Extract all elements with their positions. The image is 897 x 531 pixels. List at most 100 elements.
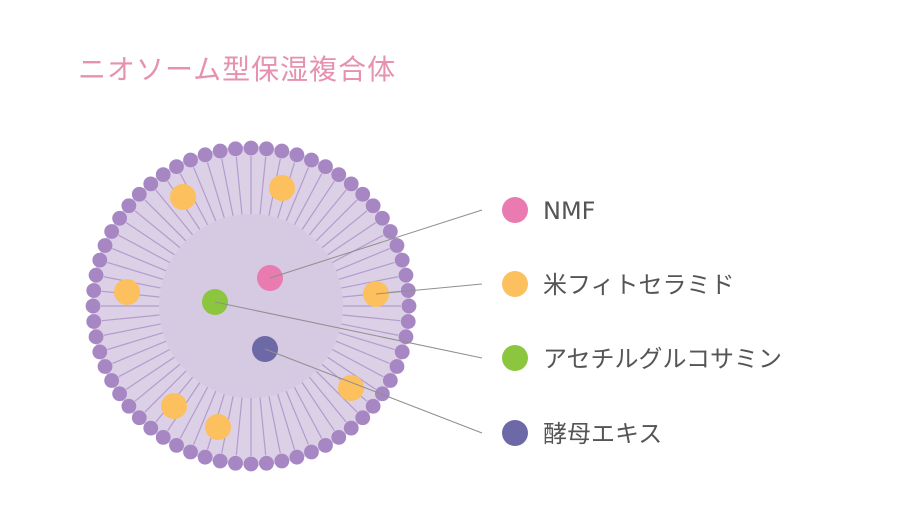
membrane-tail <box>277 393 296 450</box>
membrane-bead <box>169 437 184 453</box>
membrane-bead <box>374 386 390 402</box>
legend-item-nmf: NMF <box>502 197 595 225</box>
membrane-tail <box>134 363 181 402</box>
leader-line-acetylglucosamine <box>214 301 483 359</box>
membrane-bead <box>88 329 104 345</box>
membrane-tail <box>338 332 395 351</box>
membrane-tail <box>125 356 175 390</box>
legend-label: 酵母エキス <box>543 420 662 448</box>
membrane-bead <box>343 176 359 192</box>
membrane-bead <box>398 267 414 283</box>
leader-lines <box>214 209 483 434</box>
inner-aqueous-core <box>159 214 343 398</box>
membrane-tail <box>134 210 181 249</box>
legend-label: 米フィトセラミド <box>543 271 735 299</box>
membrane-bead <box>197 449 213 465</box>
membrane-tail <box>293 173 323 226</box>
membrane-tail <box>308 376 347 423</box>
membrane-tail <box>125 222 175 256</box>
membrane-bead <box>104 224 120 239</box>
ceramide-particles <box>114 175 389 440</box>
membrane-bead <box>155 429 171 445</box>
membrane-bead <box>289 449 305 465</box>
membrane-bead <box>85 298 101 314</box>
membrane-bead <box>97 238 113 253</box>
membrane-bead <box>355 186 371 202</box>
legend-item-acetylglucosamine: アセチルグルコサミン <box>502 345 782 373</box>
membrane-tail <box>338 261 395 280</box>
membrane-tail <box>112 248 167 272</box>
membrane-bead <box>212 143 228 159</box>
membrane-tail <box>193 167 217 222</box>
legend-item-ceramide: 米フィトセラミド <box>502 271 735 299</box>
page-title: ニオソーム型保湿複合体 <box>78 53 397 86</box>
membrane-tail <box>331 234 384 264</box>
membrane-bead <box>121 398 137 414</box>
membrane-bead <box>382 224 398 239</box>
membrane-bead <box>243 456 259 472</box>
membrane-bead <box>355 410 371 426</box>
membrane-tail <box>293 386 323 439</box>
membrane-bead <box>365 398 381 414</box>
membrane-bead <box>389 359 405 374</box>
membrane-tail <box>107 332 164 351</box>
membrane-tail <box>155 189 194 236</box>
membrane-bead <box>143 420 159 436</box>
ceramide-particle <box>170 184 196 210</box>
legend-swatch <box>502 420 528 446</box>
membrane-bead <box>92 252 108 268</box>
leader-line-nmf <box>269 209 483 279</box>
niosome-vesicle <box>85 140 417 472</box>
membrane-tail <box>235 156 243 215</box>
membrane-tail <box>259 397 267 456</box>
membrane-tail <box>179 386 209 439</box>
membrane-tail <box>103 323 161 336</box>
legend-swatch <box>502 271 528 297</box>
membrane-bead <box>86 314 102 329</box>
membrane-tail <box>118 348 171 378</box>
membrane-tail <box>341 323 399 336</box>
membrane-bead <box>343 420 359 436</box>
membrane-tail <box>315 199 358 242</box>
membrane-bead <box>155 167 171 183</box>
legend-swatch <box>502 197 528 223</box>
ceramide-particle <box>338 375 364 401</box>
membrane-bead <box>183 444 198 460</box>
membrane-tail <box>193 390 217 445</box>
membrane-tail <box>235 397 243 456</box>
ceramide-particle <box>205 414 231 440</box>
membrane-tail <box>206 162 225 219</box>
membrane-bead <box>197 147 213 163</box>
membrane-bead <box>394 252 410 268</box>
membrane-bead <box>228 455 243 471</box>
ceramide-particle <box>161 393 187 419</box>
membrane-bead <box>365 198 381 214</box>
membrane-bead <box>259 141 274 157</box>
membrane-tail <box>285 390 309 445</box>
membrane-tail <box>112 340 167 364</box>
membrane-bead <box>401 298 417 314</box>
membrane-tail <box>285 167 309 222</box>
membrane-tail <box>101 314 160 322</box>
membrane-bead <box>104 373 120 388</box>
membrane-tail <box>335 248 390 272</box>
membrane-bead <box>331 167 347 183</box>
legend-item-yeast: 酵母エキス <box>502 420 662 448</box>
leader-line-ceramide <box>375 283 483 295</box>
membrane-bead <box>274 453 290 469</box>
membrane-bead <box>131 186 147 202</box>
ceramide-particle <box>114 279 140 305</box>
membrane-bead <box>400 314 416 329</box>
membrane-bead <box>212 453 228 469</box>
membrane-tail <box>144 199 187 242</box>
membrane-bead <box>112 210 128 226</box>
membrane-tail <box>342 314 401 322</box>
membrane-tail <box>308 189 347 236</box>
membrane-tail <box>321 210 368 249</box>
ceramide-particle <box>269 175 295 201</box>
membrane-bead <box>304 444 319 460</box>
membrane-bead <box>97 359 113 374</box>
membrane-bead <box>318 159 333 175</box>
membrane-bead <box>92 344 108 360</box>
